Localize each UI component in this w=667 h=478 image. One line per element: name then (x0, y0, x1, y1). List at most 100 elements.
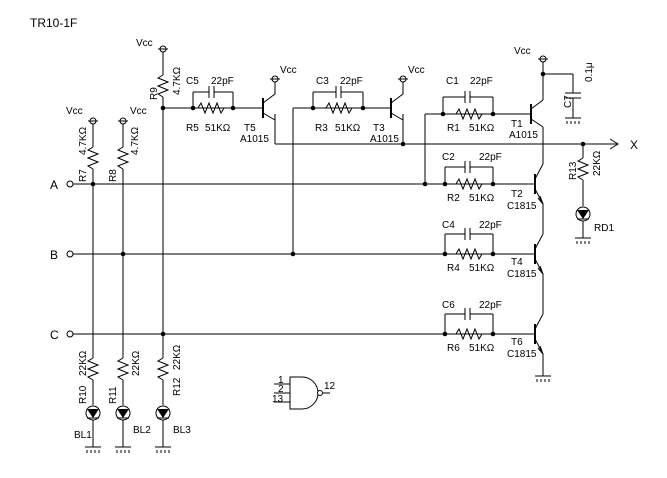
input-c: C (50, 328, 535, 342)
r8-resistor (116, 146, 130, 170)
r1-value: 51KΩ (469, 123, 495, 134)
c2-value: 22pF (479, 152, 502, 163)
bl3-label: BL3 (173, 425, 191, 436)
output-x: X (274, 114, 638, 152)
t3-part: A1015 (370, 134, 399, 145)
t6-stage: C6 22pF R6 51KΩ T6 C1815 (442, 300, 551, 382)
t1-part: A1015 (509, 130, 538, 141)
r12-resistor (156, 357, 170, 381)
input-a-terminal[interactable] (66, 180, 74, 188)
r7-value: 4.7KΩ (78, 126, 89, 155)
c5-value: 22pF (211, 76, 234, 87)
t5-vcc: Vcc (280, 65, 297, 76)
r4-name: R4 (447, 263, 460, 274)
r10-resistor (86, 357, 100, 381)
t3-name: T3 (373, 123, 385, 134)
t3-vcc: Vcc (408, 65, 425, 76)
t4-part: C1815 (507, 269, 537, 280)
t1-vcc: Vcc (514, 46, 531, 57)
c7-name: C7 (563, 95, 574, 108)
output-x-label: X (630, 138, 638, 152)
nand-gate-pin-2: 2 (278, 384, 284, 395)
c6-value: 22pF (479, 300, 502, 311)
r7-vcc: Vcc (66, 106, 83, 117)
t1-stage: C1 22pF R1 51KΩ Vcc T1 A1015 (422, 46, 548, 187)
bl2-branch: R11 22KΩ BL2 (108, 254, 151, 453)
title: TR10-1F (30, 16, 77, 30)
t5-name: T5 (244, 123, 256, 134)
input-b-terminal[interactable] (66, 250, 74, 258)
bl2-label: BL2 (133, 425, 151, 436)
c4-value: 22pF (479, 220, 502, 231)
c6-name: C6 (442, 300, 455, 311)
r7-name: R7 (78, 169, 89, 182)
r9-resistor (156, 74, 170, 98)
c3-name: C3 (316, 76, 329, 87)
c7-value: 0.1μ (584, 62, 595, 82)
r5-value: 51KΩ (205, 123, 231, 134)
r9-vcc: Vcc (136, 38, 153, 49)
r6-resistor (445, 327, 493, 341)
rd1-label: RD1 (594, 223, 614, 234)
r10-value: 22KΩ (78, 350, 89, 376)
r8-name: R8 (108, 169, 119, 182)
r4-resistor (445, 247, 493, 261)
input-b: B (50, 248, 535, 262)
input-c-label: C (50, 328, 59, 342)
c1-value: 22pF (470, 76, 493, 87)
bl3-branch: R12 22KΩ BL3 (155, 334, 191, 453)
r6-name: R6 (447, 343, 460, 354)
rd1-branch: R13 22KΩ RD1 (568, 141, 614, 244)
r13-resistor (576, 157, 590, 181)
t5-part: A1015 (240, 134, 269, 145)
r7-branch: R7 4.7KΩ Vcc (66, 106, 100, 187)
t1-name: T1 (511, 119, 523, 130)
r13-name: R13 (568, 161, 579, 180)
r13-value: 22KΩ (592, 150, 603, 176)
r3-value: 51KΩ (335, 123, 361, 134)
t2-stage: C2 22pF R2 51KΩ T2 C1815 (442, 152, 544, 234)
bl1-label: BL1 (74, 430, 92, 441)
t2-name: T2 (511, 189, 523, 200)
t2-part: C1815 (507, 201, 537, 212)
r5-resistor (193, 101, 233, 115)
r2-name: R2 (447, 193, 460, 204)
input-a-label: A (50, 178, 58, 192)
r4-value: 51KΩ (469, 263, 495, 274)
c4-name: C4 (442, 220, 455, 231)
t4-name: T4 (511, 257, 523, 268)
r11-resistor (116, 357, 130, 381)
input-c-terminal[interactable] (66, 330, 74, 338)
c7-decoupling: C7 0.1μ (543, 62, 595, 124)
r5-name: R5 (186, 123, 199, 134)
t5-stage: C5 22pF R5 51KΩ Vcc T5 A1015 (163, 65, 297, 145)
t6-name: T6 (511, 337, 523, 348)
r11-value: 22KΩ (131, 350, 142, 376)
bl1-branch: R10 22KΩ BL1 (74, 184, 101, 453)
nand-gate-pin-13: 13 (272, 394, 284, 405)
r9-name: R9 (149, 87, 160, 100)
r8-value: 4.7KΩ (130, 126, 141, 155)
t4-stage: C4 22pF R4 51KΩ T4 C1815 (442, 220, 544, 314)
r12-name: R12 (172, 377, 183, 396)
r1-name: R1 (447, 123, 460, 134)
r2-resistor (445, 177, 493, 191)
r10-name: R10 (78, 385, 89, 404)
r3-resistor (313, 101, 363, 115)
r6-value: 51KΩ (469, 343, 495, 354)
c1-name: C1 (446, 76, 459, 87)
c3-value: 22pF (340, 76, 363, 87)
r2-value: 51KΩ (469, 193, 495, 204)
r12-value: 22KΩ (172, 344, 183, 370)
r1-resistor (443, 107, 493, 121)
nand-gate-body (289, 376, 319, 410)
input-b-label: B (50, 248, 58, 262)
r9-value: 4.7KΩ (172, 66, 183, 95)
r11-name: R11 (108, 386, 119, 404)
nand-gate-pin-1: 1 (278, 375, 284, 386)
r7-resistor (86, 146, 100, 170)
r9-branch: Vcc R9 4.7KΩ (136, 38, 183, 337)
nand-gate: 1 2 13 12 (272, 375, 336, 410)
